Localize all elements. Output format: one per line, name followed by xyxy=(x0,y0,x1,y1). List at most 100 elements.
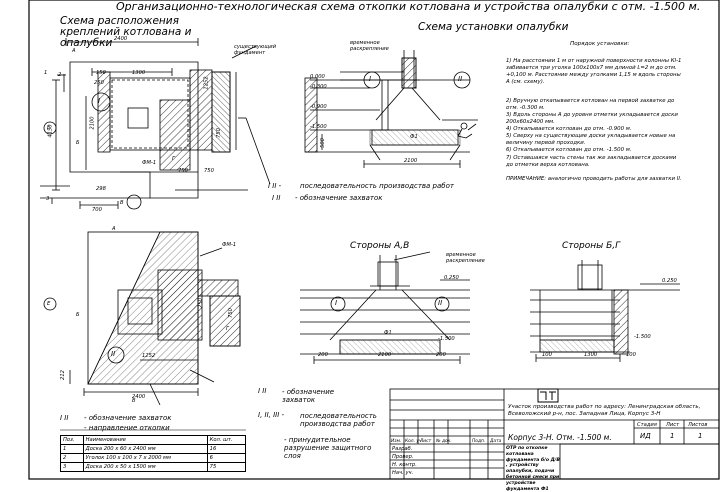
section-bg-title: Стороны Б,Г xyxy=(562,241,621,251)
legend2-seq-text: последовательность производства работ xyxy=(300,412,377,428)
plan-bottom-zone-circle xyxy=(43,297,125,364)
plan-title: Схема расположения креплений котлована и… xyxy=(60,15,192,49)
level-0900: -0.900 xyxy=(310,104,327,110)
plan-letter-v: В xyxy=(120,200,124,206)
legend2-zones-symbol: I II xyxy=(60,414,69,422)
plan2-letter-b: Б xyxy=(76,312,80,318)
stamp-role-razrab: Разраб. xyxy=(392,446,413,452)
spec-cell: 16 xyxy=(206,444,247,454)
spec-cell: 75 xyxy=(206,462,247,472)
section-av-zone-1: I xyxy=(335,299,338,307)
stamp-role-nkontr: Н. контр. xyxy=(392,462,417,468)
spec-header-row: Поз. Наименование Кол. шт. xyxy=(60,435,247,445)
section-av-dim-200-a: 200 xyxy=(318,352,328,358)
legend2-line-text: - принудительное разрушение защитного сл… xyxy=(284,436,372,460)
stamp-val-stadiya: ИД xyxy=(640,432,651,440)
section-bg-level-0250: 0.250 xyxy=(662,278,677,284)
section-dim-2100: 2100 xyxy=(404,158,418,164)
spec-col-qty: Кол. шт. xyxy=(206,435,247,445)
formwork-title: Схема установки опалубки xyxy=(418,21,569,33)
plan-top xyxy=(40,38,271,209)
stamp-head-list: Лист xyxy=(666,422,680,428)
legend-zone-symbol: I II xyxy=(272,194,281,202)
stamp-role-nachuch: Нач. уч. xyxy=(392,470,414,476)
worker-figure xyxy=(457,122,477,139)
plan-dim-700: 700 xyxy=(92,207,102,213)
sheet-frame xyxy=(28,0,720,480)
section-av-f1: Ф1 xyxy=(384,330,392,336)
section-av-temp-label: временное раскрепление xyxy=(446,252,485,264)
order-note: ПРИМЕЧАНИЕ: аналогично проводить работы … xyxy=(506,176,682,182)
section-av-zone-circles xyxy=(330,296,450,312)
plan2-dim-1252: 1252 xyxy=(142,353,156,359)
section-bg-dim-1300: 1300 xyxy=(584,352,598,358)
plan-dim-298: 298 xyxy=(96,186,106,192)
spec-cell: 2 xyxy=(60,453,84,463)
spec-cell: Доска 200 х 60 х 2400 мм xyxy=(82,444,208,454)
section-top-zone-circles xyxy=(363,71,471,89)
plan-top-zone-circle xyxy=(43,92,142,210)
plan-dim-750-b: 750 xyxy=(204,168,214,174)
sheet-title: Организационно-технологическая схема отк… xyxy=(116,0,701,13)
plan-fm-label: ФМ-1 xyxy=(142,160,157,166)
plan-zone-label: I xyxy=(98,97,101,105)
plan2-letter-v: В xyxy=(132,398,136,404)
plan-letter-a: А xyxy=(72,48,76,54)
order-step-4: 4) Откапывается котлован до отм. -0.900 … xyxy=(506,126,632,132)
section-bg-dim-100-a: 100 xyxy=(542,352,552,358)
plan2-dim-750: 750 xyxy=(227,308,234,318)
section-av-dim-2100: 2100 xyxy=(378,352,392,358)
stamp-col-podp: Подп. xyxy=(472,439,486,444)
plan-callout-2: 2 xyxy=(58,72,62,78)
plan-letter-b: Б xyxy=(76,140,80,146)
company-logo xyxy=(537,388,559,403)
table-row: 3 Доска 200 х 50 х 1500 мм 75 xyxy=(60,462,247,472)
order-step-2: 2) Вручную откапывается котлован на перв… xyxy=(506,98,675,111)
spec-cell: 1 xyxy=(60,444,84,454)
section-av-level-1500: -1.500 xyxy=(438,336,455,342)
section-av xyxy=(300,251,470,364)
plan-dim-2400: 2400 xyxy=(114,36,128,42)
order-step-7: 7) Оставшаяся часть стены так же заклады… xyxy=(506,155,677,168)
order-heading: Порядок установки: xyxy=(570,41,630,47)
legend-seq-text: последовательность производства работ xyxy=(300,182,454,190)
table-row: 2 Уголок 100 х 100 х 7 х 2000 мм 6 xyxy=(60,453,247,463)
legend2-right-zones-text: - обозначение захваток xyxy=(282,388,335,404)
plan-dim-750-a: 750 xyxy=(178,168,188,174)
section-bg-dim-100-b: 100 xyxy=(626,352,636,358)
section-top xyxy=(304,50,478,168)
stamp-head-stadiya: Стадия xyxy=(637,422,657,428)
level-0000: 0.000 xyxy=(310,74,325,80)
level-1500: -1.500 xyxy=(310,124,327,130)
spec-col-pos: Поз. xyxy=(60,435,84,445)
stamp-work: ОТР по откопке котлована фундамента б/о … xyxy=(506,446,560,492)
section-f1-label: Ф1 xyxy=(410,134,418,140)
plan-callout-3: 3 xyxy=(46,196,50,202)
plan-dim-1300: 1300 xyxy=(132,70,146,76)
plan-dim-1252: 1252 xyxy=(203,76,210,90)
order-step-6: 6) Откапывается котлован до отм. -1.500 … xyxy=(506,147,632,153)
legend-seq-symbol: I II - xyxy=(268,182,282,190)
spec-table: Поз. Наименование Кол. шт. 1 Доска 200 х… xyxy=(60,435,247,472)
section-av-level-0250: 0.250 xyxy=(444,275,459,281)
plan-dim-2100: 2100 xyxy=(89,116,96,130)
legend2-zones-text: - обозначение захваток xyxy=(84,414,172,422)
order-step-3: 3) Вдоль стороны А до уровня отметки укл… xyxy=(506,112,678,125)
drawing-sheet xyxy=(28,0,720,480)
spec-cell: Доска 200 х 50 х 1500 мм xyxy=(82,462,208,472)
plan2-dim-2400: 2400 xyxy=(132,394,146,400)
spec-cell: Уголок 100 х 100 х 7 х 2000 мм xyxy=(82,453,208,463)
plan2-fm-label: ФМ-1 xyxy=(222,242,237,248)
stamp-object: Корпус 3-Н. Отм. -1.500 м. xyxy=(508,433,612,442)
plan2-letter-a: А xyxy=(112,226,116,232)
plan-callout-1: 1 xyxy=(44,70,48,76)
section-zone-1: I xyxy=(369,75,372,83)
stamp-col-izm: Изм. xyxy=(391,439,402,444)
plan-dim-150: 150 xyxy=(96,70,106,76)
stamp-val-list: 1 xyxy=(670,432,675,440)
section-av-zone-2: II xyxy=(438,299,443,307)
level-0300: -0.300 xyxy=(310,84,327,90)
stamp-col-date: Дата xyxy=(490,439,502,444)
title-block xyxy=(389,388,720,480)
plan-bottom xyxy=(69,231,241,406)
